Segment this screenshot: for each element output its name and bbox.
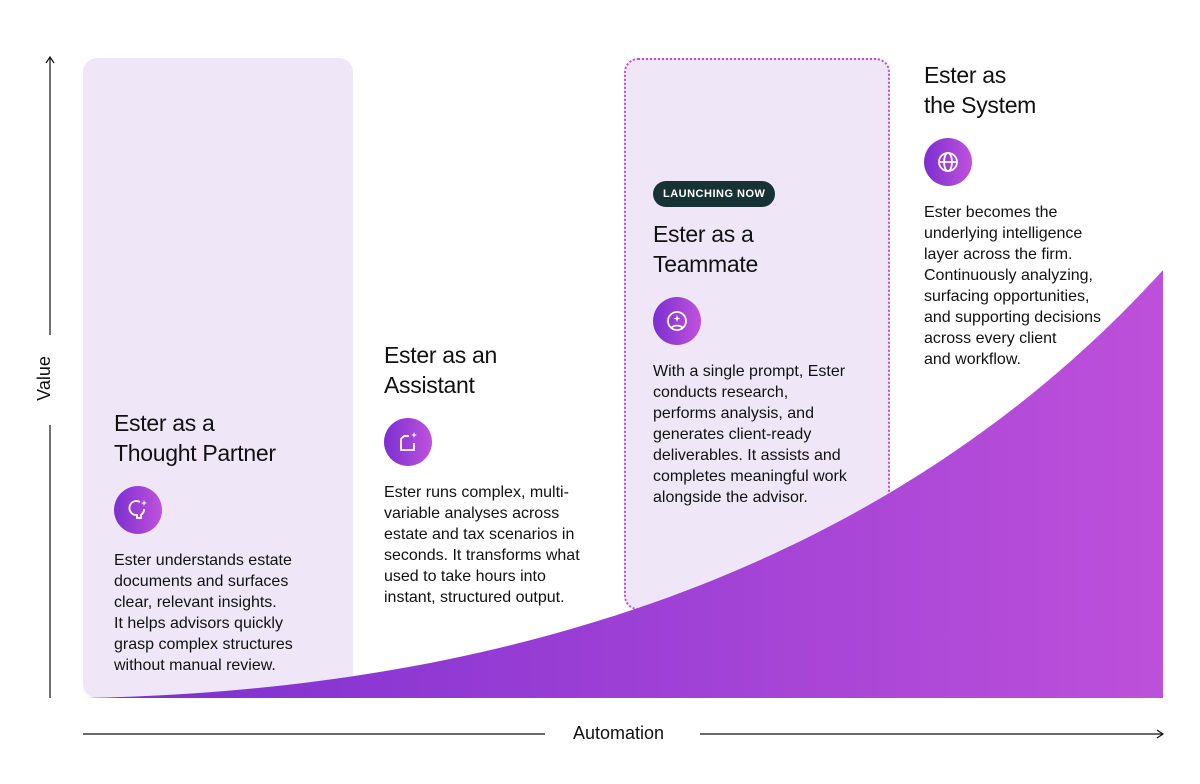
- stage-title: Ester as the System: [924, 62, 1037, 118]
- stage-system: Ester as the System Ester becomes the un…: [924, 60, 1144, 370]
- stage-title: Ester as a Teammate: [653, 221, 758, 277]
- globe-icon: [924, 138, 972, 186]
- stage-description: Ester becomes the underlying intelligenc…: [924, 204, 1102, 368]
- stage-title: Ester as an Assistant: [384, 342, 498, 398]
- stage-assistant: Ester as an Assistant Ester runs complex…: [384, 340, 604, 608]
- lightbulb-sparkle-icon: [114, 486, 162, 534]
- document-sparkle-icon: [384, 418, 432, 466]
- x-axis-label: Automation: [573, 723, 665, 743]
- thought-partner-card: [83, 58, 353, 698]
- stage-description: Ester understands estate documents and s…: [114, 552, 293, 674]
- y-axis-label: Value: [33, 356, 54, 401]
- stage-description: Ester runs complex, multi- variable anal…: [384, 484, 580, 606]
- user-sparkle-icon: [653, 297, 701, 345]
- value-curve-area: [85, 270, 1163, 698]
- stage-description: With a single prompt, Ester conducts res…: [653, 363, 847, 506]
- stage-teammate: LAUNCHING NOW Ester as a Teammate With a…: [653, 181, 873, 508]
- stage-title: Ester as a Thought Partner: [114, 410, 276, 466]
- launching-now-badge: LAUNCHING NOW: [653, 181, 776, 207]
- x-axis-arrow-icon: [1156, 729, 1165, 739]
- y-axis-arrow-icon: [45, 55, 55, 64]
- stage-thought-partner: Ester as a Thought Partner Ester underst…: [114, 408, 334, 676]
